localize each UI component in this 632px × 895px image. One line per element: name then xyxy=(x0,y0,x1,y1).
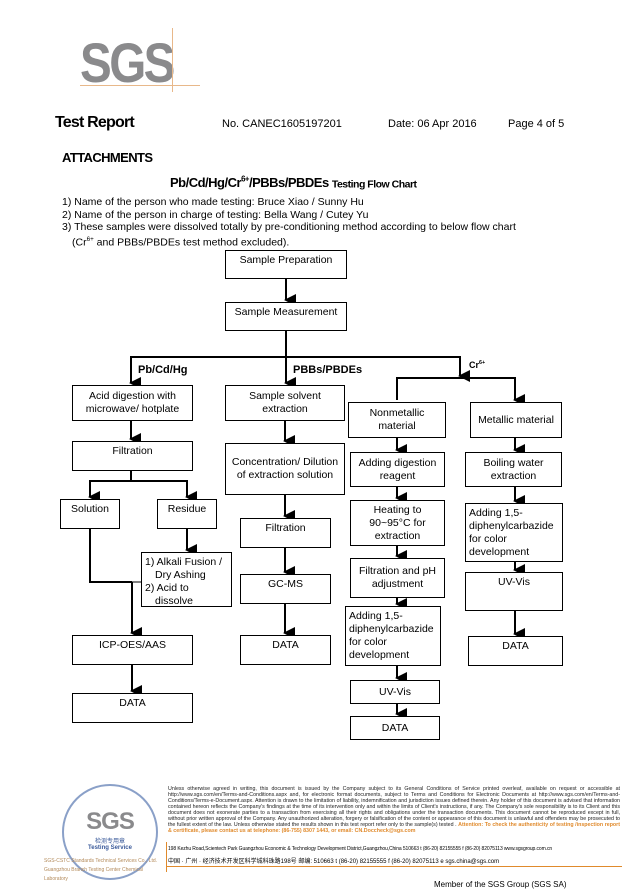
seal-company: SGS-CSTC Standards Technical Services Co… xyxy=(44,858,158,882)
note-item: 1) Name of the person who made testing: … xyxy=(62,196,364,208)
data-box: DATA xyxy=(350,716,440,740)
filtration-box: Filtration xyxy=(240,518,331,548)
footer-rule-vertical xyxy=(166,842,167,872)
residue-box: Residue xyxy=(157,499,217,529)
title-main: Pb/Cd/Hg/Cr6+/PBBs/PBDEs xyxy=(170,175,329,191)
diphenylcarbazide-box: Adding 1,5-diphenylcarbazide for color d… xyxy=(465,503,563,562)
data-box: DATA xyxy=(72,693,193,723)
member-text: Member of the SGS Group (SGS SA) xyxy=(434,880,567,889)
digestion-reagent-box: Adding digestion reagent xyxy=(350,452,445,487)
branch-label-cr: Cr6+ xyxy=(469,360,486,370)
acid-digestion-box: Acid digestion with microwave/ hotplate xyxy=(72,385,193,421)
address-en: 198 Kezhu Road,Scientech Park Guangzhou … xyxy=(168,846,553,852)
solution-box: Solution xyxy=(60,499,120,529)
note-item: (Cr6+ and PBBs/PBDEs test method exclude… xyxy=(72,235,290,249)
diphenylcarbazide-box: Adding 1,5-diphenylcarbazide for color d… xyxy=(345,606,441,666)
data-box: DATA xyxy=(468,636,563,666)
disclaimer-text: Unless otherwise agreed in writing, this… xyxy=(168,786,620,828)
footer-disclaimer: Unless otherwise agreed in writing, this… xyxy=(168,786,620,834)
uv-vis-box: UV-Vis xyxy=(465,572,563,611)
sgs-logo: SGS xyxy=(80,31,175,94)
report-number: No. CANEC1605197201 xyxy=(222,118,342,130)
notes-list: 1) Name of the person who made testing: … xyxy=(62,196,516,249)
report-date: Date: 06 Apr 2016 xyxy=(388,118,477,130)
step-text: 2) Acid to dissolve xyxy=(145,582,193,607)
step-text: 1) Alkali Fusion / Dry Ashing xyxy=(145,556,223,581)
nonmetallic-material-box: Nonmetallic material xyxy=(348,402,446,438)
boiling-water-box: Boiling water extraction xyxy=(465,452,562,487)
sample-preparation-box: Sample Preparation xyxy=(225,250,347,279)
logo-rule xyxy=(80,85,200,86)
seal-cn: 检测专用章 xyxy=(94,839,125,845)
note-item: 2) Name of the person in charge of testi… xyxy=(62,208,369,221)
note-item: 3) These samples were dissolved totally … xyxy=(62,221,516,233)
page-number: Page 4 of 5 xyxy=(508,118,565,130)
heating-box: Heating to 90~95°C for extraction xyxy=(350,500,445,546)
filtration-ph-box: Filtration and pH adjustment xyxy=(350,558,445,598)
data-box: DATA xyxy=(240,635,331,665)
testing-service-seal: SGS 检测专用章 Testing Service xyxy=(62,784,158,880)
gc-ms-box: GC-MS xyxy=(240,574,331,604)
branch-label-pbb: PBBs/PBDEs xyxy=(293,364,363,376)
seal-en: Testing Service xyxy=(88,845,132,851)
title-sub: Testing Flow Chart xyxy=(331,178,417,191)
address-cn: 中国 · 广州 · 经济技术开发区科学城科珠路198号 邮编: 510663 t… xyxy=(168,859,500,865)
footer-rule xyxy=(166,866,622,867)
logo-rule-vertical xyxy=(172,28,173,92)
report-title: Test Report xyxy=(55,114,135,131)
attention-text: Attention: To check the authenticity of … xyxy=(168,822,620,834)
uv-vis-box: UV-Vis xyxy=(350,680,440,704)
sample-measurement-box: Sample Measurement xyxy=(225,302,347,331)
flow-chart-title: Pb/Cd/Hg/Cr6+/PBBs/PBDEs Testing Flow Ch… xyxy=(170,175,417,190)
seal-logo: SGS xyxy=(86,808,135,835)
filtration-box: Filtration xyxy=(72,441,193,471)
concentration-box: Concentration/ Dilution of extraction so… xyxy=(225,443,345,495)
branch-label-pb: Pb/Cd/Hg xyxy=(138,364,188,376)
solvent-extraction-box: Sample solvent extraction xyxy=(225,385,345,421)
metallic-material-box: Metallic material xyxy=(470,402,562,438)
alkali-fusion-box: 1) Alkali Fusion / Dry Ashing 2) Acid to… xyxy=(141,552,232,607)
section-heading: ATTACHMENTS xyxy=(62,150,153,165)
icp-oes-aas-box: ICP-OES/AAS xyxy=(72,635,193,665)
